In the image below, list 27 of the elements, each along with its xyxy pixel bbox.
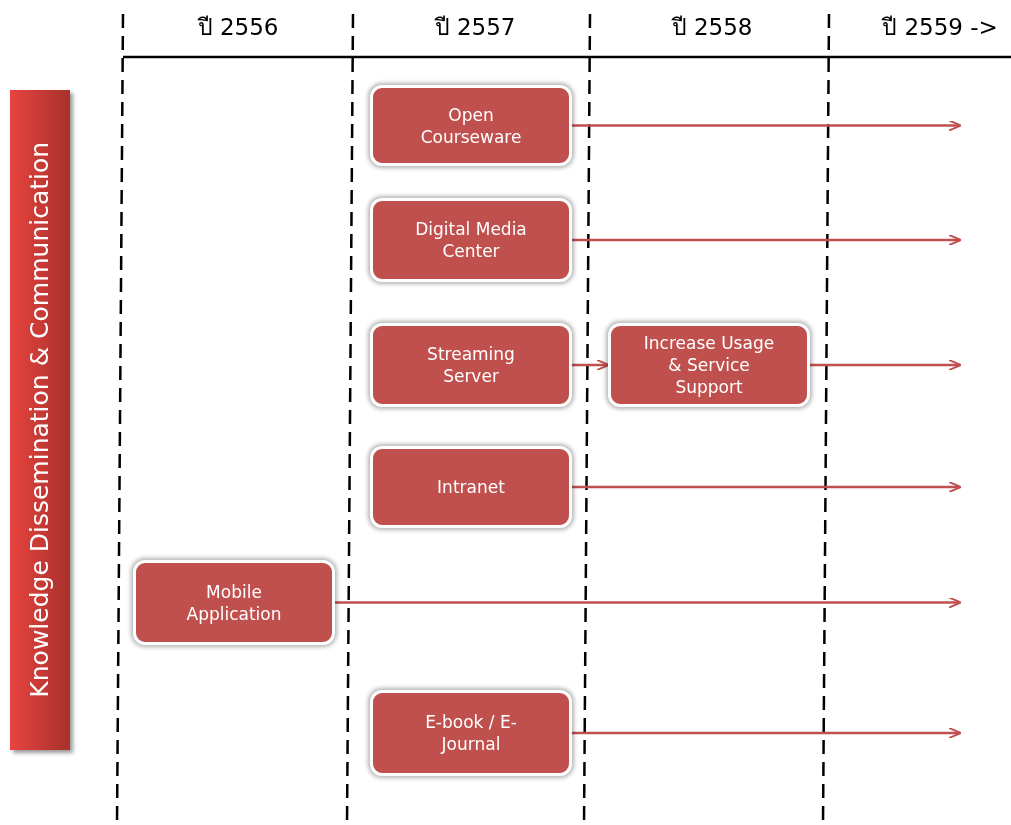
box-text: Mobile Application <box>185 580 283 625</box>
process-box <box>133 560 335 645</box>
box-text: Intranet <box>437 476 505 498</box>
box-text: Streaming Server <box>426 343 516 387</box>
arrow <box>572 234 962 246</box>
box-text: Digital Media Center <box>414 218 528 262</box>
process-box <box>370 446 572 528</box>
category-title: Knowledge Dissemination & Communication <box>24 142 56 698</box>
box-text: E-book / E-Journal <box>424 711 518 755</box>
year-label: ปี 2559 -> <box>882 13 998 42</box>
process-box <box>608 323 810 407</box>
category-band <box>10 90 70 750</box>
box-text: Open Courseware <box>419 103 523 148</box>
process-box <box>370 323 572 407</box>
arrow <box>572 727 962 739</box>
arrow <box>572 119 962 132</box>
box-text: Increase Usage & Service Support <box>643 332 775 398</box>
process-box <box>370 198 572 282</box>
year-label: ปี 2558 <box>671 13 753 42</box>
process-box <box>370 85 572 166</box>
arrow <box>572 359 610 371</box>
year-label: ปี 2557 <box>434 13 516 42</box>
arrow <box>335 596 962 609</box>
arrow <box>810 359 962 371</box>
process-box <box>370 690 572 776</box>
year-label: ปี 2556 <box>197 13 279 42</box>
arrow <box>572 481 962 493</box>
